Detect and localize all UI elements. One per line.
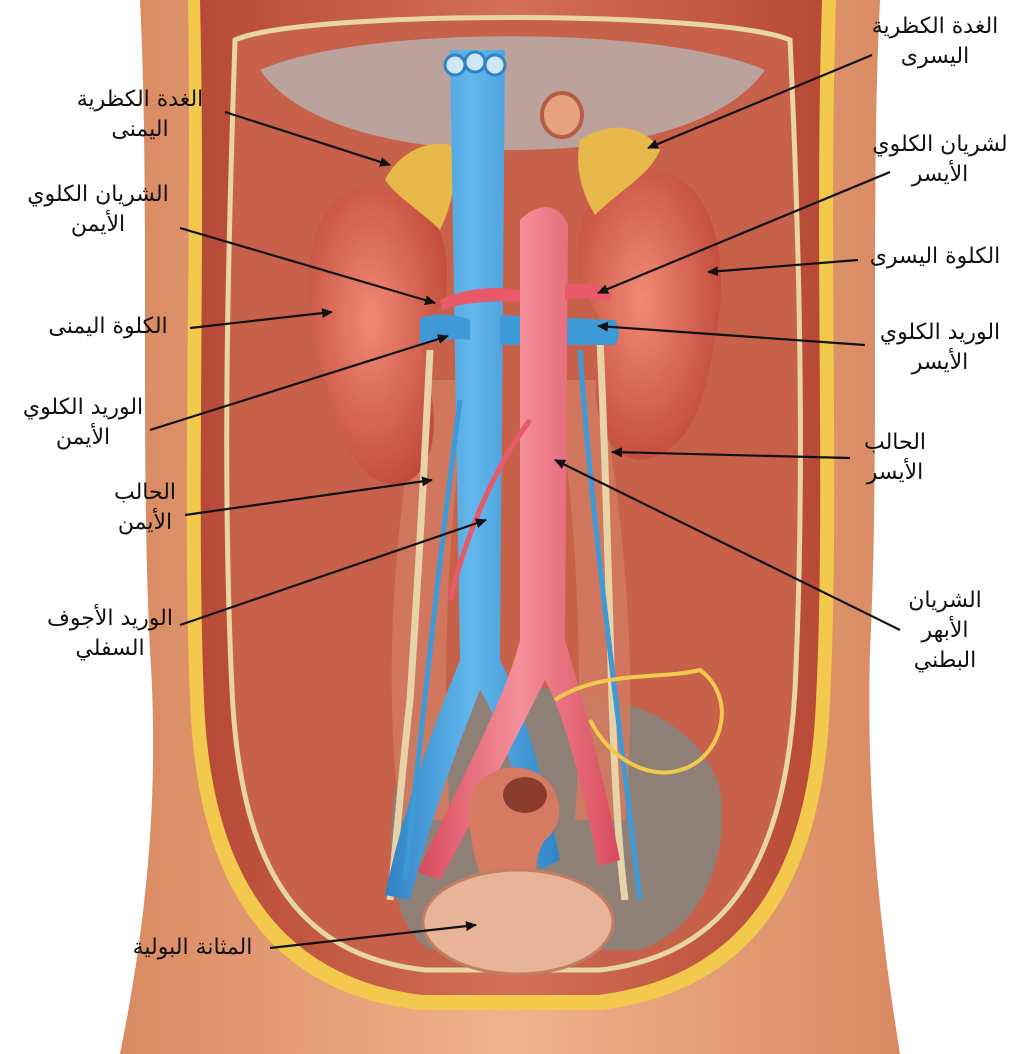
label-right-ureter: الحالب الأيمن [95,478,195,538]
label-left-renal-vein-line1: الوريد الكلوي [865,318,1015,348]
label-right-ureter-line1: الحالب [95,478,195,508]
label-abdominal-aorta-line1: الشريان [890,586,1000,616]
label-left-ureter-line1: الحالب [845,428,945,458]
label-right-adrenal-line2: اليمنى [60,115,220,145]
label-urinary-bladder: المثانة البولية [110,933,275,963]
label-right-renal-vein-line1: الوريد الكلوي [8,393,158,423]
label-inferior-vena-cava-line2: السفلي [35,634,185,664]
sigmoid-lumen [503,777,547,813]
hepatic-vein-opening-3 [485,55,505,75]
label-inferior-vena-cava-line1: الوريد الأجوف [35,604,185,634]
label-left-adrenal-gland: الغدة الكظرية اليسرى [870,12,1000,72]
urinary-bladder [423,870,613,974]
label-left-adrenal-line2: اليسرى [870,42,1000,72]
label-bladder-line1: المثانة البولية [110,933,275,963]
label-abdominal-aorta-line2: الأبهر [890,616,1000,646]
label-left-renal-vein-line2: الأيسر [865,348,1015,378]
label-left-renal-artery-line1: لشريان الكلوي [860,130,1020,160]
label-left-kidney: الكلوة اليسرى [855,242,1015,272]
label-left-renal-artery-line2: الأيسر [860,160,1020,190]
label-left-renal-vein: الوريد الكلوي الأيسر [865,318,1015,378]
label-right-renal-artery-line1: الشريان الكلوي [8,180,188,210]
label-right-renal-artery: الشريان الكلوي الأيمن [8,180,188,240]
esophagus-opening [542,93,582,137]
label-left-renal-artery: لشريان الكلوي الأيسر [860,130,1020,190]
label-right-renal-vein: الوريد الكلوي الأيمن [8,393,158,453]
label-abdominal-aorta: الشريان الأبهر البطني [890,586,1000,676]
label-inferior-vena-cava: الوريد الأجوف السفلي [35,604,185,664]
label-right-ureter-line2: الأيمن [95,508,195,538]
label-right-adrenal-line1: الغدة الكظرية [60,85,220,115]
hepatic-vein-opening-1 [445,55,465,75]
hepatic-vein-opening-2 [465,52,485,72]
label-left-ureter-line2: الأيسر [845,458,945,488]
label-right-adrenal-gland: الغدة الكظرية اليمنى [60,85,220,145]
label-right-kidney-line1: الكلوة اليمنى [28,312,188,342]
label-left-adrenal-line1: الغدة الكظرية [870,12,1000,42]
label-right-renal-artery-line2: الأيمن [8,210,188,240]
label-left-kidney-line1: الكلوة اليسرى [855,242,1015,272]
label-right-kidney: الكلوة اليمنى [28,312,188,342]
label-abdominal-aorta-line3: البطني [890,646,1000,676]
label-left-ureter: الحالب الأيسر [845,428,945,488]
label-right-renal-vein-line2: الأيمن [8,423,158,453]
